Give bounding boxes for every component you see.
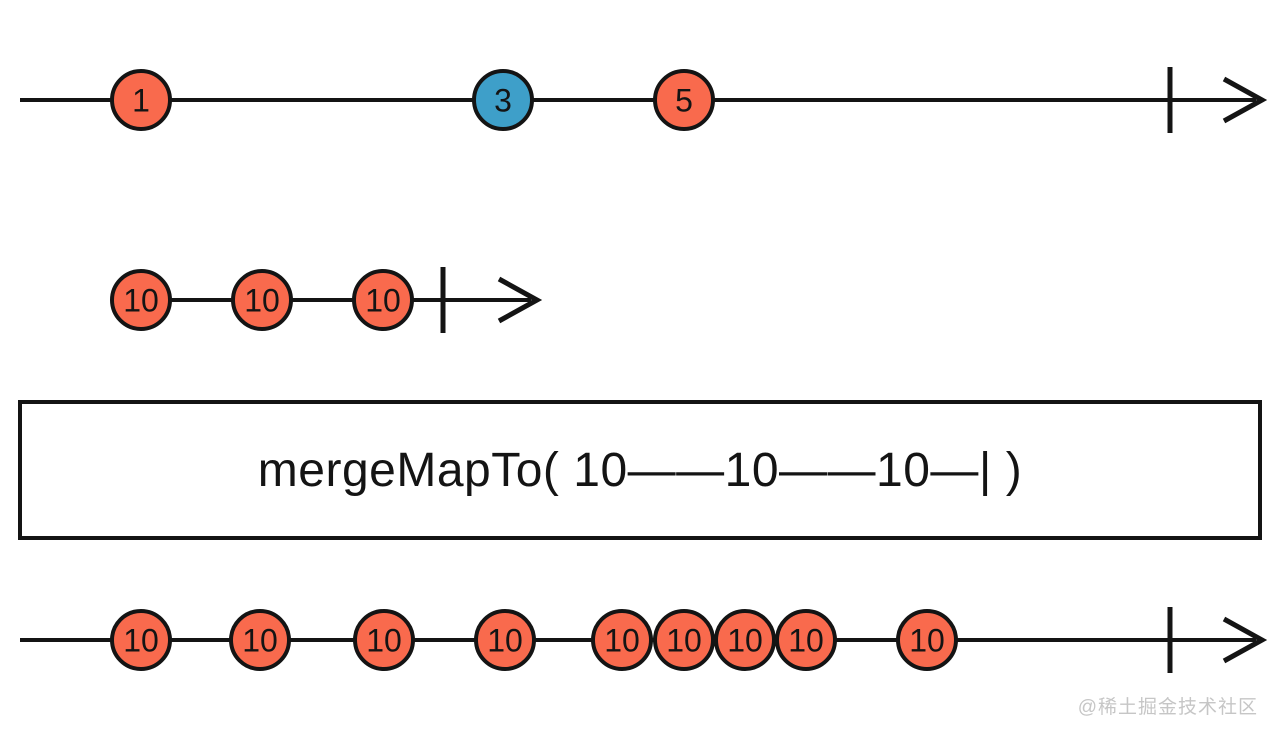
marble: 10 (352, 269, 414, 331)
marble-label: 3 (494, 83, 512, 119)
marble-circle (714, 609, 776, 671)
marble-circle (352, 269, 414, 331)
marble: 10 (110, 609, 172, 671)
marble: 10 (229, 609, 291, 671)
marble-circle (591, 609, 653, 671)
marble-label: 10 (909, 623, 945, 659)
marble-label: 5 (675, 83, 693, 119)
marble: 10 (775, 609, 837, 671)
marble-circle (653, 69, 715, 131)
marble-circle (472, 69, 534, 131)
marble-circle (229, 609, 291, 671)
marble-label: 10 (666, 623, 702, 659)
marble-label: 10 (123, 623, 159, 659)
marble: 1 (110, 69, 172, 131)
marble-label: 10 (727, 623, 763, 659)
marble: 10 (653, 609, 715, 671)
output-stream: 10 10 10 10 10 10 10 10 10 (20, 607, 1268, 673)
marble-circle (775, 609, 837, 671)
marble: 10 (714, 609, 776, 671)
inner-stream: 10 10 10 (110, 267, 543, 333)
operator-label: mergeMapTo( 10——10——10—| ) (257, 443, 1023, 497)
marble-circle (474, 609, 536, 671)
marble-label: 10 (366, 623, 402, 659)
marble-circle (353, 609, 415, 671)
marble-label: 10 (604, 623, 640, 659)
arrowhead-icon (1222, 76, 1268, 124)
marble-label: 1 (132, 83, 150, 119)
arrowhead-icon (1222, 616, 1268, 664)
marble-circle (231, 269, 293, 331)
marble: 10 (231, 269, 293, 331)
arrowhead-icon (497, 276, 543, 324)
marble-label: 10 (487, 623, 523, 659)
marble-circle (110, 269, 172, 331)
marble: 10 (474, 609, 536, 671)
marble-circle (110, 609, 172, 671)
marble-label: 10 (123, 283, 159, 319)
marble: 10 (896, 609, 958, 671)
marble: 10 (353, 609, 415, 671)
marble-circle (110, 69, 172, 131)
marble: 5 (653, 69, 715, 131)
marble: 3 (472, 69, 534, 131)
marble-label: 10 (788, 623, 824, 659)
operator-box: mergeMapTo( 10——10——10—| ) (18, 400, 1262, 540)
marble-circle (896, 609, 958, 671)
marble-label: 10 (244, 283, 280, 319)
marble-label: 10 (242, 623, 278, 659)
watermark: @稀土掘金技术社区 (1077, 697, 1258, 718)
marble-label: 10 (365, 283, 401, 319)
marble-circle (653, 609, 715, 671)
marble: 10 (591, 609, 653, 671)
marble: 10 (110, 269, 172, 331)
source-stream: 1 3 5 (20, 67, 1268, 133)
